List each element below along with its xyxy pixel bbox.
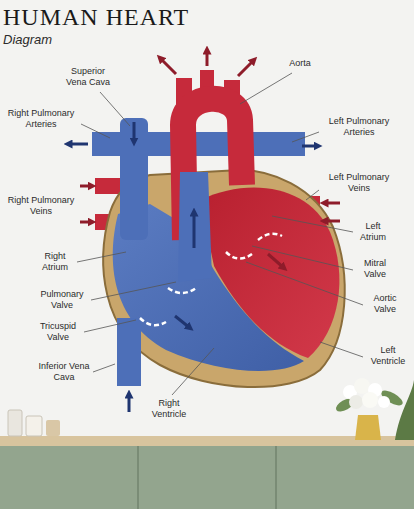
flowers: [334, 378, 414, 440]
flow-arrows-part: [160, 58, 176, 74]
leader-lines-part: [77, 252, 126, 262]
heart-body-part: [168, 288, 196, 293]
heart-body-part: [258, 234, 282, 240]
leader-lines-part: [306, 190, 319, 200]
leader-lines-part: [91, 282, 176, 300]
flow-arrows-part: [238, 60, 254, 76]
flowers-part: [354, 378, 370, 394]
flow-arrows-part: [268, 254, 284, 268]
leader-lines-part: [252, 246, 353, 270]
part-label: Mitral Valve: [356, 258, 394, 281]
leader-lines-part: [100, 92, 130, 126]
shelf-part: [275, 446, 277, 509]
flowers-part: [349, 395, 363, 409]
flow-arrows-part: [133, 122, 136, 142]
flow-arrows-part: [302, 145, 318, 148]
part-label: Left Pulmonary Arteries: [322, 116, 396, 139]
flow-arrows-part: [68, 143, 88, 146]
flow-arrows-part: [324, 202, 340, 205]
cups-part: [46, 420, 60, 436]
flow-arrows-part: [175, 316, 190, 328]
shelf-part: [0, 436, 414, 446]
leader-lines-part: [84, 320, 136, 332]
leader-lines-part: [246, 262, 363, 305]
flow-arrows-part: [324, 220, 340, 223]
shelf-part: [0, 446, 414, 509]
title: HUMAN HEART: [3, 4, 189, 31]
shelf-part: [137, 446, 139, 509]
flowers-part: [378, 396, 390, 408]
flow-arrows-part: [80, 185, 92, 188]
part-label: Pulmonary Valve: [36, 289, 88, 312]
leader-lines-part: [320, 342, 363, 357]
flow-arrows-part: [193, 212, 196, 248]
flowers-part: [355, 415, 381, 440]
leader-lines-part: [172, 348, 214, 395]
heart-body-part: [178, 172, 212, 282]
flow-arrows-part: [80, 221, 92, 224]
flowers-part: [395, 380, 414, 440]
part-label: Left Atrium: [356, 221, 390, 244]
shelf: [0, 436, 414, 509]
cups-part: [8, 410, 22, 436]
leader-lines-part: [240, 73, 292, 104]
leader-lines-part: [93, 364, 115, 372]
heart-body-part: [140, 318, 166, 325]
flowers-part: [362, 392, 378, 408]
part-label: Right Ventricle: [146, 398, 192, 421]
leader-lines-part: [81, 124, 110, 138]
part-label: Left Pulmonary Veins: [322, 172, 396, 195]
heart-body: [92, 70, 345, 387]
flow-arrows: [68, 50, 340, 412]
subtitle: Diagram: [3, 32, 83, 48]
heart-body-part: [117, 318, 141, 386]
part-label: Inferior Vena Cava: [38, 361, 90, 384]
part-label: Right Pulmonary Arteries: [3, 108, 79, 131]
heart-body-part: [120, 118, 148, 240]
part-label: Aorta: [280, 58, 320, 69]
leader-lines: [77, 73, 363, 395]
flow-arrows-part: [128, 394, 131, 412]
part-label: Right Pulmonary Veins: [3, 195, 79, 218]
part-label: Right Atrium: [36, 251, 74, 274]
cups: [8, 410, 60, 436]
flow-arrows-part: [206, 50, 209, 66]
heart-body-part: [226, 252, 252, 259]
part-label: Aortic Valve: [366, 293, 404, 316]
part-label: Left Ventricle: [366, 345, 410, 368]
leader-lines-part: [272, 216, 353, 232]
leader-lines-part: [292, 132, 319, 142]
part-label: Superior Vena Cava: [63, 66, 113, 89]
part-label: Tricuspid Valve: [34, 321, 82, 344]
cups-part: [26, 416, 42, 436]
